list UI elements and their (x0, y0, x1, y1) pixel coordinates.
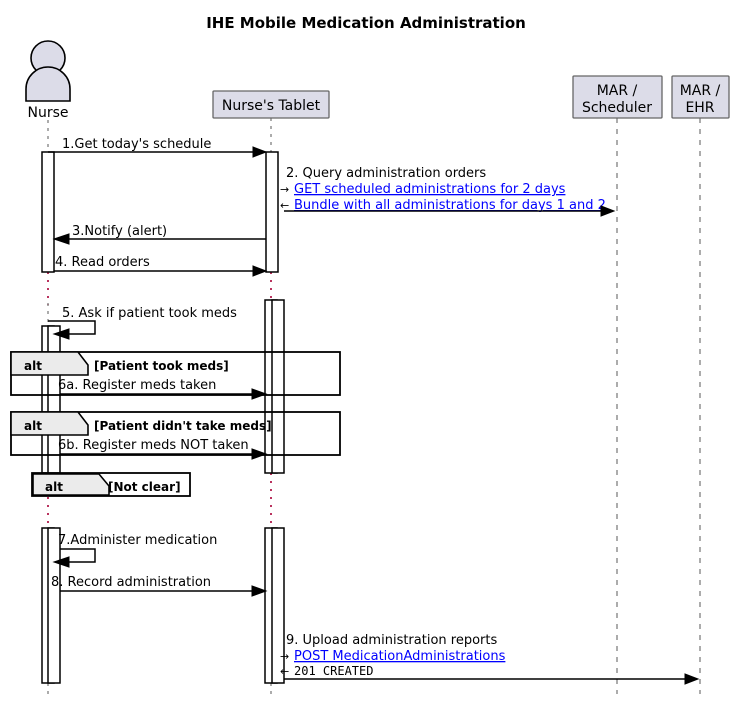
arrowhead-right-icon (684, 673, 700, 685)
fragment-keyword: alt (24, 359, 42, 373)
participant-mar-ehr[interactable]: MAR / EHR (671, 75, 730, 119)
participant-box (572, 75, 663, 119)
participant-box (671, 75, 730, 119)
message-label: 2. Query administration orders (286, 166, 486, 181)
message-9-upload-administration-reports[interactable]: 9. Upload administration reports → POST … (280, 633, 700, 685)
participant-mar-ehr-label-line1: MAR / (680, 83, 721, 99)
self-message-loop (48, 320, 96, 335)
message-label: 8. Record administration (51, 575, 211, 590)
request-arrow-right-icon: → (280, 650, 289, 663)
actor-body-icon (25, 66, 71, 102)
message-5-ask-if-patient-took-meds[interactable]: 5. Ask if patient took meds (48, 306, 237, 340)
participant-nurses-tablet-label: Nurse's Tablet (222, 98, 321, 114)
message-sub-link-get-scheduled-administrations[interactable]: GET scheduled administrations for 2 days (294, 182, 566, 197)
message-label: 6b. Register meds NOT taken (58, 438, 249, 453)
arrowhead-right-icon (252, 146, 268, 158)
participant-mar-scheduler[interactable]: MAR / Scheduler (572, 75, 663, 119)
fragment-alt-patient-took-meds[interactable]: alt [Patient took meds] (10, 351, 341, 396)
diagram-title: IHE Mobile Medication Administration (206, 14, 526, 32)
arrowhead-right-icon (251, 448, 268, 460)
participant-mar-scheduler-label-line1: MAR / (597, 83, 638, 99)
activation-bar (265, 151, 279, 273)
participant-mar-scheduler-label-line2: Scheduler (582, 100, 652, 116)
request-arrow-right-icon: → (280, 183, 289, 196)
participant-box (212, 90, 330, 119)
self-message-loop (60, 548, 96, 563)
message-label: 9. Upload administration reports (286, 633, 497, 648)
actor-nurse[interactable]: Nurse (25, 40, 71, 121)
arrowhead-left-icon (52, 328, 70, 340)
message-2-query-administration-orders[interactable]: 2. Query administration orders → GET sch… (280, 166, 616, 217)
fragment-guard-condition: [Patient didn't take meds] (94, 419, 272, 433)
message-1-get-todays-schedule[interactable]: 1.Get today's schedule (48, 137, 268, 158)
message-3-notify-alert[interactable]: 3.Notify (alert) (52, 224, 266, 245)
fragment-keyword: alt (45, 480, 63, 494)
arrowhead-right-icon (252, 265, 268, 277)
message-label: 5. Ask if patient took meds (62, 306, 237, 321)
activation-bar (271, 527, 285, 684)
fragment-guard-condition: [Patient took meds] (94, 359, 229, 373)
fragment-header-pentagon (10, 351, 89, 376)
message-sub-link-post-medicationadministrations[interactable]: POST MedicationAdministrations (294, 649, 506, 664)
message-label: 1.Get today's schedule (62, 137, 211, 152)
message-sub-link-bundle-with-all-administrations[interactable]: Bundle with all administrations for days… (294, 198, 606, 213)
message-4-read-orders[interactable]: 4. Read orders (54, 255, 268, 277)
fragment-header-pentagon (10, 411, 89, 436)
message-7-administer-medication[interactable]: 7.Administer medication (52, 533, 217, 568)
message-label: 6a. Register meds taken (58, 378, 216, 393)
arrowhead-right-icon (251, 585, 268, 597)
response-arrow-left-icon: ← (280, 199, 289, 212)
response-arrow-left-icon: ← (280, 665, 289, 678)
participant-nurses-tablet[interactable]: Nurse's Tablet (212, 90, 330, 119)
actor-nurse-label: Nurse (27, 105, 68, 121)
activation-bars (41, 151, 285, 684)
activation-bar (271, 299, 285, 474)
message-label: 7.Administer medication (58, 533, 217, 548)
arrowhead-right-icon (251, 388, 268, 400)
activation-bar (41, 151, 55, 273)
message-6b-register-meds-not-taken[interactable]: 6b. Register meds NOT taken (58, 438, 268, 460)
arrowhead-left-icon (52, 556, 70, 568)
fragment-outline (31, 472, 191, 497)
arrowhead-right-icon (600, 205, 616, 217)
message-label: 3.Notify (alert) (72, 224, 167, 239)
participant-mar-ehr-label-line2: EHR (685, 100, 714, 116)
fragment-header-pentagon (32, 473, 110, 496)
fragment-keyword: alt (24, 419, 42, 433)
fragment-guard-condition: [Not clear] (108, 480, 181, 494)
activation-bar (47, 527, 61, 684)
message-6a-register-meds-taken[interactable]: 6a. Register meds taken (58, 378, 268, 400)
message-sub-status-201-created: 201 CREATED (294, 664, 373, 678)
fragment-alt-not-clear[interactable]: alt [Not clear] (31, 472, 191, 497)
fragment-alt-patient-didnt-take-meds[interactable]: alt [Patient didn't take meds] (10, 411, 341, 456)
arrowhead-left-icon (52, 233, 70, 245)
message-8-record-administration[interactable]: 8. Record administration (51, 575, 268, 597)
message-label: 4. Read orders (55, 255, 150, 270)
